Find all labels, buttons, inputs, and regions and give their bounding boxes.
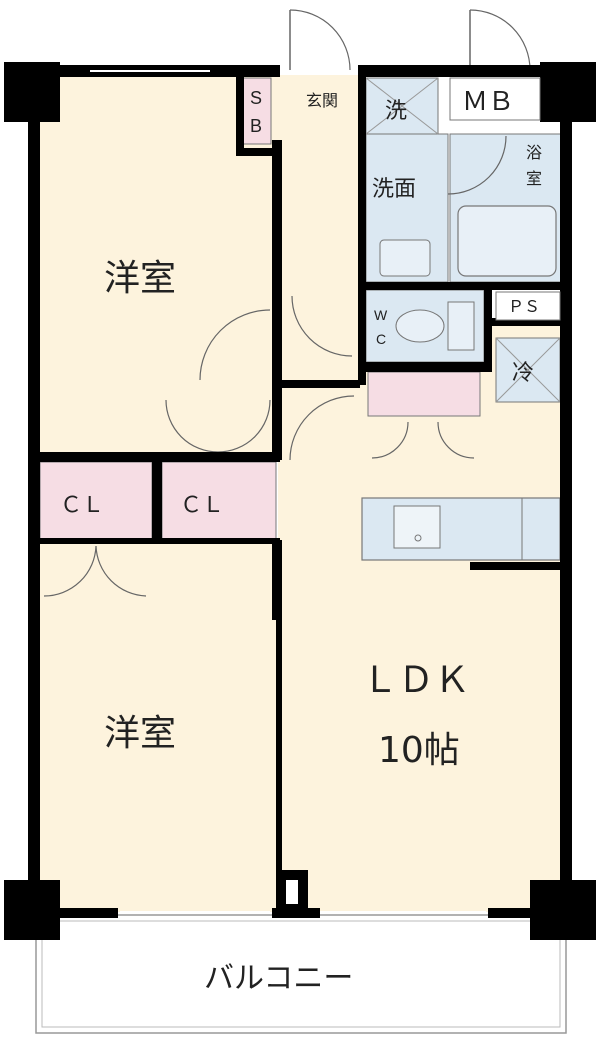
wall-wet-bottom — [358, 282, 563, 290]
wall-bottom-right — [488, 908, 568, 918]
western-room-2-label: 洋室 — [104, 713, 176, 754]
wall-top-right — [360, 65, 570, 77]
wall-storage — [358, 362, 492, 372]
balcony-area — [35, 914, 567, 1034]
balcony-label: バルコニー — [204, 961, 353, 996]
laundry-label: 洗 — [385, 99, 407, 124]
kitchen-counter — [361, 497, 561, 561]
toilet-label-c: C — [376, 331, 386, 347]
closet-2-label: ＣＬ — [180, 492, 224, 517]
western-room-1-label: 洋室 — [104, 258, 176, 299]
washroom-door-arc — [447, 135, 507, 195]
kitchen-drain — [414, 534, 422, 542]
bath-label-1: 浴 — [526, 143, 542, 162]
entrance-label: 玄関 — [306, 91, 338, 110]
ldk-door-arc — [289, 395, 355, 461]
ldk-floor — [278, 320, 563, 912]
shoe-box-area — [242, 77, 272, 145]
kitchen-sink — [393, 505, 441, 549]
toilet-bowl — [395, 309, 445, 343]
western-room-2-floor — [40, 540, 278, 912]
pipe-space — [495, 291, 561, 321]
storage-door-arc-l — [371, 421, 409, 459]
wall-wet-left — [358, 65, 366, 385]
bath-label-2: 室 — [526, 169, 542, 188]
column-mid-inner — [286, 880, 298, 904]
closet1-door-arc-r — [95, 545, 147, 597]
bathtub — [457, 205, 557, 277]
meter-box-label: ＭＢ — [462, 86, 514, 116]
storage-area — [367, 371, 481, 417]
wall-right — [560, 65, 572, 915]
hall-door-arc — [291, 295, 353, 357]
storage-door-arc-r — [437, 421, 475, 459]
toilet-tank — [447, 301, 475, 351]
fridge-label: 冷 — [512, 361, 534, 386]
wall-room-divider-lower — [272, 540, 282, 620]
closet2-door-arc-l — [165, 399, 219, 453]
meter-box — [449, 77, 541, 121]
wash-basin — [379, 239, 431, 277]
shoe-box-label-s: S — [250, 88, 262, 108]
room1-door-arc — [199, 309, 271, 381]
column-top-right — [540, 62, 596, 122]
wall-bottom-left — [28, 908, 118, 918]
wall-closet-mid — [152, 452, 162, 544]
entry-door-arc — [289, 9, 351, 71]
wall-sb-bottom — [236, 148, 282, 156]
mb-door-arc — [469, 9, 531, 71]
wall-toilet-right — [484, 282, 492, 372]
column-top-left — [4, 62, 60, 122]
closet2-door-arc-r — [217, 399, 271, 453]
closet1-door-arc-l — [43, 545, 97, 597]
washroom-label: 洗面 — [372, 177, 416, 202]
pipe-space-label: ＰＳ — [508, 299, 540, 316]
shoe-box-label-b: B — [250, 116, 262, 136]
wall-room-divider — [272, 140, 282, 460]
wall-kitchen-end — [470, 562, 562, 570]
wall-sb — [236, 65, 244, 155]
ldk-size-label: 10帖 — [378, 730, 460, 771]
entrance-floor — [278, 75, 362, 130]
toilet-label-w: W — [374, 307, 388, 323]
wall-hall — [278, 380, 360, 388]
wall-ps — [492, 318, 564, 326]
ldk-label: ＬＤＫ — [362, 659, 470, 700]
column-bottom-left — [4, 880, 60, 940]
balcony-rail — [41, 920, 561, 1028]
laundry-x-2 — [365, 77, 439, 135]
column-bottom-right — [530, 880, 596, 940]
closet-1-label: ＣＬ — [60, 492, 104, 517]
fridge-x-2 — [495, 337, 561, 403]
wall-ldk-divider — [276, 620, 282, 910]
wall-left — [28, 65, 40, 915]
